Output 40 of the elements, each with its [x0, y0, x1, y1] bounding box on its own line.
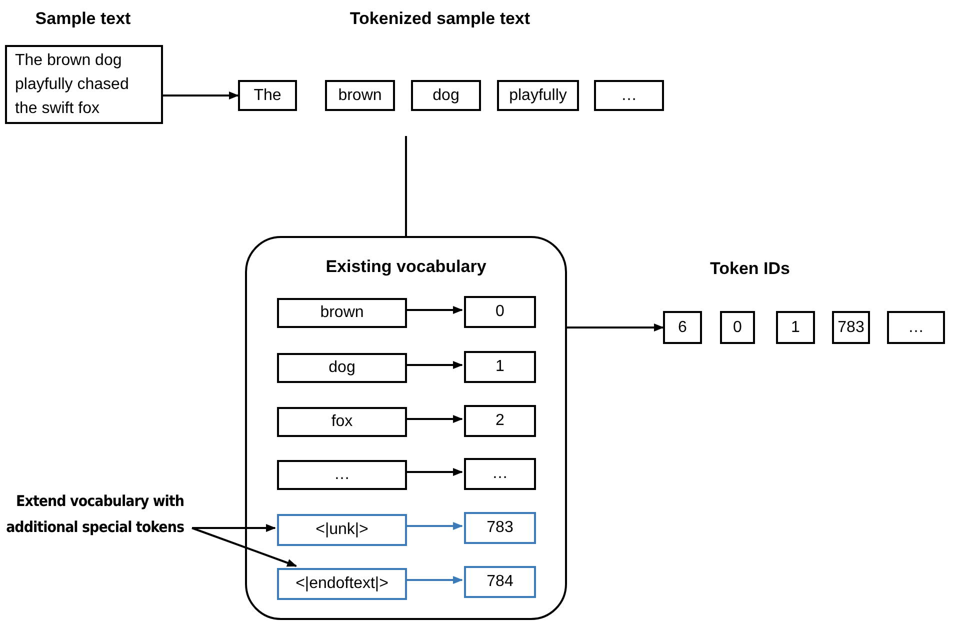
token-box: … [464, 458, 536, 490]
section-heading: Sample text [34, 8, 132, 30]
arrow [405, 361, 463, 369]
token-box: 6 [663, 311, 702, 344]
token-box: 2 [464, 405, 536, 437]
token-box: … [277, 460, 407, 490]
token-box: fox [277, 407, 407, 437]
token-box: playfully [497, 80, 579, 111]
arrow [405, 415, 463, 423]
section-heading: Tokenized sample text [348, 8, 532, 30]
arrow [405, 522, 463, 530]
section-heading: Token IDs [709, 258, 791, 280]
token-box: 0 [720, 311, 755, 344]
token-box: <|endoftext|> [277, 568, 407, 600]
token-box: <|unk|> [277, 514, 407, 546]
vocabulary-container [245, 236, 567, 620]
token-box: brown [277, 298, 407, 328]
token-box: dog [277, 353, 407, 383]
arrow [405, 306, 463, 314]
annotation-text: Extend vocabulary with additional special tokens [6, 488, 184, 540]
connector-line [405, 136, 407, 236]
arrow [163, 92, 239, 100]
token-box: 1 [776, 311, 815, 344]
arrow [405, 468, 463, 476]
token-box: … [594, 80, 664, 111]
leader-arrow [192, 524, 276, 532]
token-box: 783 [464, 512, 536, 544]
arrow [567, 324, 664, 332]
token-box: … [887, 311, 945, 344]
token-box: 783 [832, 311, 870, 344]
token-box: The [238, 80, 297, 111]
token-box: 784 [464, 566, 536, 598]
arrow [405, 576, 463, 584]
text-box: The brown dog playfully chased the swift fox [5, 45, 163, 124]
token-box: 1 [464, 351, 536, 383]
token-box: brown [325, 80, 395, 111]
leader-arrow [192, 527, 298, 567]
token-box: dog [411, 80, 481, 111]
token-box: 0 [464, 296, 536, 328]
container-heading: Existing vocabulary [324, 256, 488, 278]
